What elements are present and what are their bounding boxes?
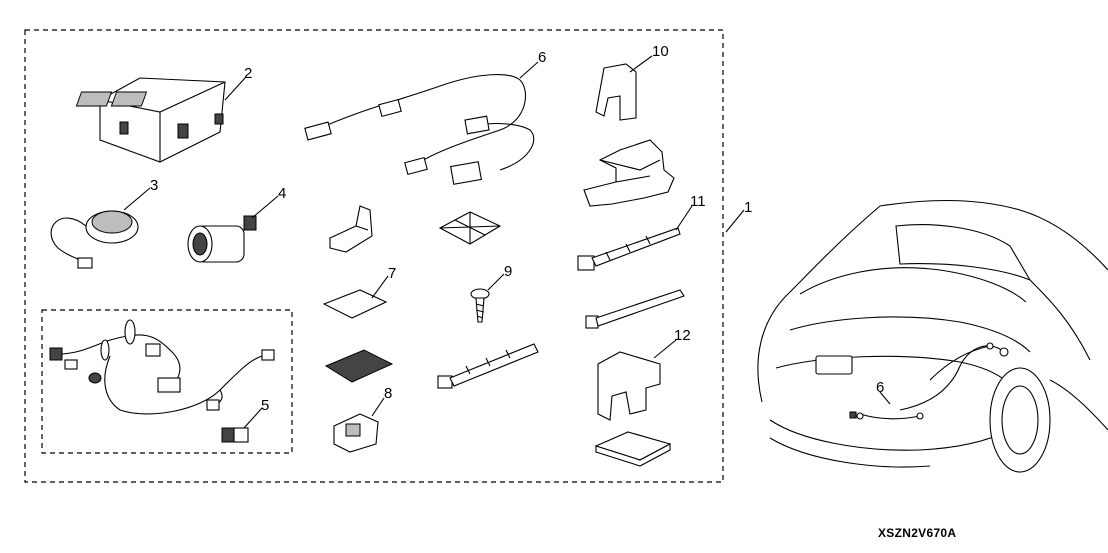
part-7-tape-pad bbox=[322, 275, 389, 319]
callout-4: 4 bbox=[278, 185, 286, 202]
cable-tie-plain bbox=[585, 289, 685, 329]
callout-1: 1 bbox=[744, 199, 752, 216]
part-3-buzzer bbox=[50, 187, 151, 269]
part-9-screw bbox=[470, 273, 505, 323]
callout-6-vehicle: 6 bbox=[876, 379, 884, 396]
kit-boundary-box bbox=[24, 29, 724, 483]
part-5-sub-harness bbox=[49, 319, 275, 443]
callout-5: 5 bbox=[261, 397, 269, 414]
part-10-bracket bbox=[595, 55, 653, 121]
callout-12: 12 bbox=[674, 327, 691, 344]
vehicle-rear-illustration bbox=[757, 199, 1108, 473]
part-8-clip bbox=[333, 397, 385, 453]
foam-pad-grid bbox=[438, 211, 502, 245]
callout-10: 10 bbox=[652, 43, 669, 60]
instruction-booklet bbox=[594, 431, 672, 467]
callout-6: 6 bbox=[538, 49, 546, 66]
callout-2: 2 bbox=[244, 65, 252, 82]
double-sided-tape bbox=[324, 349, 394, 383]
part-1-leader-line bbox=[725, 209, 745, 233]
callout-8: 8 bbox=[384, 385, 392, 402]
subharness-boundary-box bbox=[41, 309, 293, 454]
bracket-large bbox=[583, 139, 675, 207]
part-11-cable-tie bbox=[577, 205, 693, 271]
reference-code: XSZN2V670A bbox=[878, 526, 957, 540]
callout-11: 11 bbox=[690, 193, 706, 210]
harness-band-tie bbox=[437, 343, 539, 389]
callout-9: 9 bbox=[504, 263, 512, 280]
part-2-control-unit bbox=[75, 77, 246, 163]
callout-7: 7 bbox=[388, 265, 396, 282]
part-12-bracket bbox=[597, 339, 677, 421]
part-6-main-harness bbox=[304, 61, 539, 185]
part-4-switch bbox=[187, 195, 279, 263]
callout-3: 3 bbox=[150, 177, 158, 194]
bracket-small bbox=[329, 205, 373, 253]
